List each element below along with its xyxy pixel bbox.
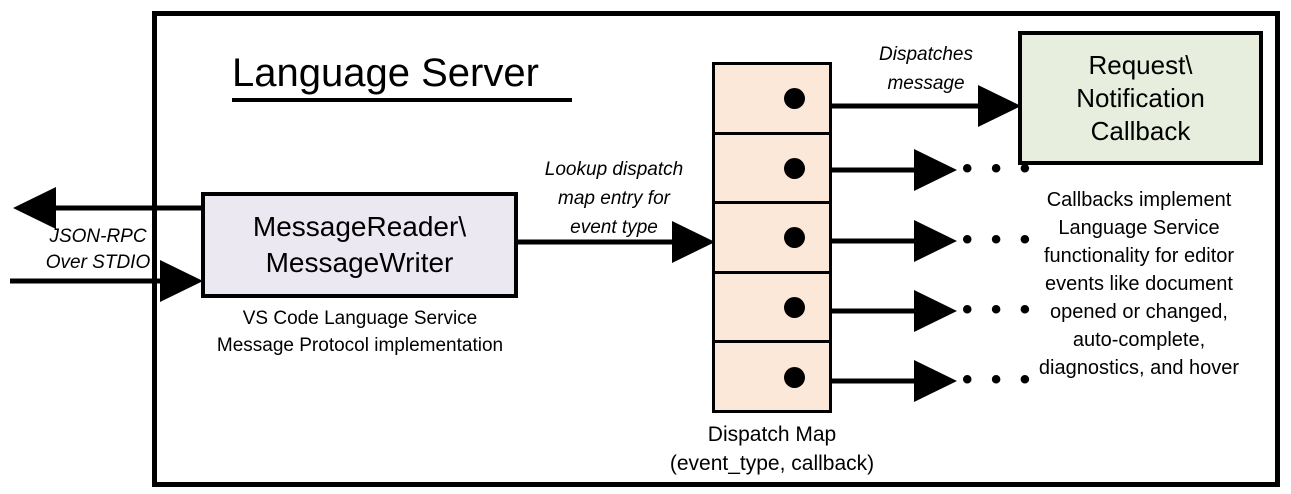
callback-caption: Callbacks implement Language Service fun… <box>1006 186 1272 382</box>
ellipsis-row2: • • • <box>962 152 1036 185</box>
callback-caption-line5: opened or changed, <box>1050 301 1228 323</box>
dispatches-message-label: Dispatches message <box>836 40 1016 98</box>
dispatch-map-row[interactable] <box>712 270 832 341</box>
language-server-frame <box>152 11 1280 487</box>
transport-label-line1: JSON-RPC <box>49 226 147 247</box>
message-box-line1: MessageReader\ <box>252 211 467 242</box>
callback-dot-icon <box>784 366 805 388</box>
request-notification-callback-box[interactable]: Request\ Notification Callback <box>1018 31 1263 165</box>
page-title: Language Server <box>232 50 572 102</box>
callback-caption-line1: Callbacks implement <box>1046 189 1232 211</box>
dispatch-map-caption: Dispatch Map (event_type, callback) <box>652 420 892 478</box>
transport-label: JSON-RPC Over STDIO <box>28 224 168 276</box>
message-box-line2: MessageWriter <box>265 247 454 278</box>
dispatch-map-row[interactable] <box>712 340 832 413</box>
callback-caption-line6: auto-complete, <box>1072 329 1206 351</box>
dispatch-map-caption-line2: (event_type, callback) <box>669 452 875 475</box>
callback-box-line2: Notification <box>1076 82 1205 113</box>
callback-caption-line2: Language Service <box>1058 217 1220 239</box>
message-box-caption: VS Code Language Service Message Protoco… <box>186 305 534 359</box>
callback-box-line1: Request\ <box>1088 49 1193 80</box>
message-reader-writer-box[interactable]: MessageReader\ MessageWriter <box>201 192 518 298</box>
lookup-label-line2: map entry for <box>558 188 670 209</box>
callback-dot-icon <box>784 157 805 179</box>
callback-dot-icon <box>784 297 805 319</box>
dispatches-label-line2: message <box>887 73 965 94</box>
callback-box-line3: Callback <box>1090 115 1191 146</box>
dispatch-map-caption-line1: Dispatch Map <box>707 423 837 446</box>
message-box-caption-line1: VS Code Language Service <box>242 308 478 329</box>
callback-caption-line4: events like document <box>1045 273 1233 295</box>
dispatch-map-table[interactable] <box>712 62 832 413</box>
message-box-caption-line2: Message Protocol implementation <box>216 335 504 356</box>
dispatch-map-row[interactable] <box>712 62 832 132</box>
lookup-label-line1: Lookup dispatch <box>544 159 684 180</box>
callback-dot-icon <box>784 88 805 110</box>
lookup-label-line3: event type <box>570 217 658 238</box>
dispatch-map-row[interactable] <box>712 131 832 202</box>
callback-caption-line7: diagnostics, and hover <box>1038 357 1240 379</box>
lookup-label: Lookup dispatch map entry for event type <box>516 155 712 242</box>
transport-label-line2: Over STDIO <box>45 252 151 273</box>
callback-dot-icon <box>784 227 805 249</box>
callback-caption-line3: functionality for editor <box>1043 245 1235 267</box>
dispatches-label-line1: Dispatches <box>879 44 973 65</box>
dispatch-map-row[interactable] <box>712 201 832 271</box>
